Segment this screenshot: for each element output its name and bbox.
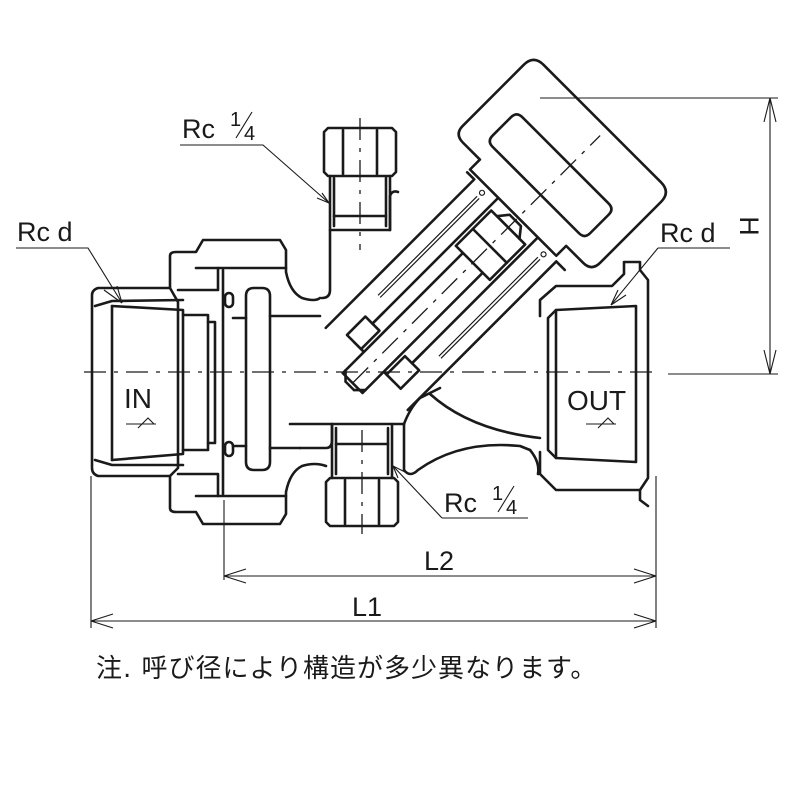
outlet-flow-arrow-icon [586,417,616,429]
outlet-thread-label: Rc d [660,218,716,248]
l2-dimension-label: L2 [424,546,454,576]
bottom-tap-fraction-den: 4 [506,497,517,519]
inlet-flow-arrow-icon [126,417,156,429]
l1-dimension-label: L1 [352,592,382,622]
inlet-thread-label: Rc d [17,217,73,247]
leader-lines [16,144,730,519]
top-tap-fraction-num: 1 [230,109,241,131]
inlet-port-label: IN [124,383,152,414]
screen-cap-assembly [324,58,668,412]
inlet-fitting [90,238,328,526]
height-dimension-label: H [734,216,764,236]
top-tap-plug [320,118,400,300]
bottom-tap-fraction-num: 1 [492,483,503,505]
top-tap-label-prefix: Rc [182,114,215,144]
top-tap-fraction-den: 4 [244,123,255,145]
bottom-tap-plug [288,422,406,534]
dimension-lines [90,97,778,629]
bottom-tap-label-prefix: Rc [444,488,477,518]
outlet-port-label: OUT [567,385,626,416]
structure-note: 注. 呼び径により構造が多少異なります。 [96,654,598,684]
